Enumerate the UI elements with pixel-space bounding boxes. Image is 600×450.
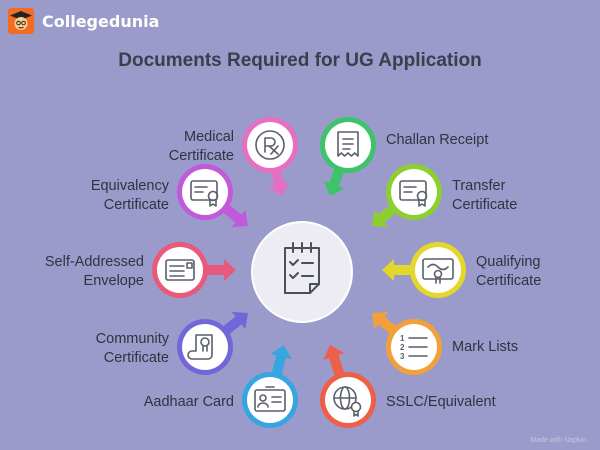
page-title: Documents Required for UG Application <box>118 50 482 71</box>
checklist-icon <box>284 242 320 294</box>
label-left-4: Aadhaar Card <box>144 393 234 412</box>
label-right-2-line-0: Qualifying <box>476 254 541 270</box>
label-right-2-line-1: Certificate <box>476 273 542 289</box>
arrow-left-3 <box>220 311 248 337</box>
label-left-3-line-1: Certificate <box>103 350 169 366</box>
node-face-left-2 <box>157 247 203 293</box>
collegedunia-logo-icon <box>8 8 34 34</box>
document-node-right-0 <box>320 117 376 196</box>
brand-name: Collegedunia <box>42 12 160 31</box>
document-node-right-4 <box>320 345 376 428</box>
node-face-right-1 <box>391 169 437 215</box>
label-left-2-line-1: Envelope <box>83 273 144 289</box>
arrow-right-3 <box>372 312 399 336</box>
label-right-3-line-0: Mark Lists <box>452 339 519 355</box>
node-face-left-4 <box>247 377 293 423</box>
numbered-list-icon: 123 <box>400 334 428 361</box>
label-left-1-line-1: Certificate <box>103 197 169 213</box>
document-node-right-1 <box>372 164 442 227</box>
node-face-right-4 <box>325 377 371 423</box>
label-left-0-line-1: Certificate <box>168 148 234 164</box>
footer-credit: Made with Napkin <box>530 437 586 444</box>
node-face-left-3 <box>182 324 228 370</box>
label-right-0-line-0: Challan Receipt <box>386 132 489 148</box>
node-face-left-1 <box>182 169 228 215</box>
label-left-0-line-0: Medical <box>184 129 234 145</box>
node-face-left-0 <box>247 122 293 168</box>
rx-icon <box>255 130 285 160</box>
arrow-right-4 <box>323 345 346 379</box>
document-node-right-3: 123 <box>372 312 442 375</box>
label-right-0: Challan Receipt <box>386 131 488 150</box>
label-left-4-line-0: Aadhaar Card <box>143 394 234 410</box>
scroll-icon <box>187 334 213 360</box>
arrow-right-1 <box>372 203 399 227</box>
label-left-3-line-0: Community <box>95 331 169 347</box>
certificate-icon <box>399 180 428 207</box>
label-right-1-line-1: Certificate <box>452 197 518 213</box>
document-node-left-1 <box>177 164 248 228</box>
label-left-1-line-0: Equivalency <box>90 178 169 194</box>
label-right-3: Mark Lists <box>452 338 518 357</box>
label-right-4: SSLC/Equivalent <box>386 393 496 412</box>
arrow-left-2 <box>204 259 236 281</box>
arrow-right-0 <box>323 165 345 196</box>
document-node-left-3 <box>177 311 248 375</box>
arrow-left-0 <box>268 167 290 196</box>
node-face-right-0 <box>325 122 371 168</box>
svg-text:3: 3 <box>400 352 405 361</box>
arrow-right-2 <box>382 259 414 281</box>
envelope-icon <box>165 259 195 281</box>
document-node-left-2 <box>152 242 236 298</box>
document-node-left-0 <box>242 117 298 196</box>
label-right-4-line-0: SSLC/Equivalent <box>386 394 496 410</box>
globe-certificate-icon <box>333 386 362 417</box>
svg-text:2: 2 <box>400 343 405 352</box>
center-hub <box>251 221 353 323</box>
svg-text:1: 1 <box>400 334 405 343</box>
label-right-1-line-0: Transfer <box>452 178 506 194</box>
arrow-left-4 <box>270 345 292 378</box>
id-card-icon <box>254 386 286 412</box>
label-left-2-line-0: Self-Addressed <box>44 254 144 270</box>
receipt-icon <box>337 131 359 157</box>
diploma-icon <box>422 258 454 284</box>
document-node-left-4 <box>242 345 298 428</box>
arrow-left-1 <box>220 202 248 228</box>
certificate-icon <box>190 180 219 207</box>
document-node-right-2 <box>382 242 466 298</box>
